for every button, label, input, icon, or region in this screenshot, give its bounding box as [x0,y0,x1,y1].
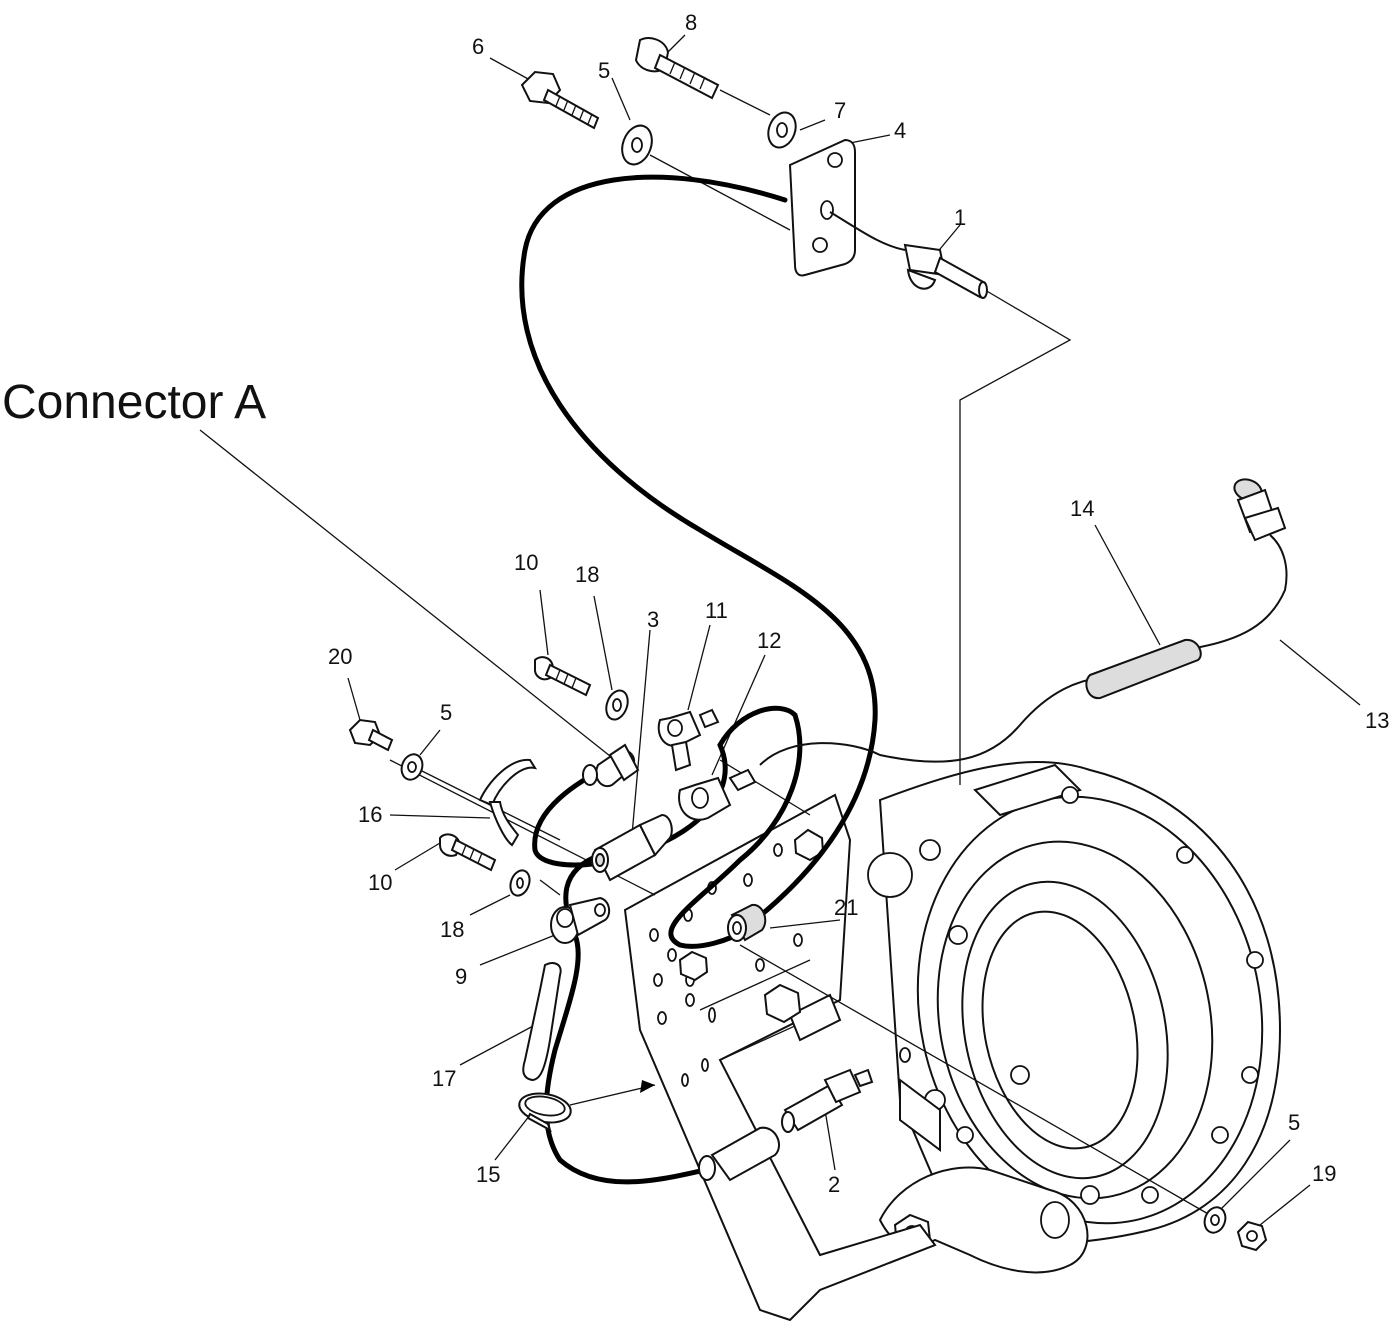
callout-16: 16 [358,802,382,827]
plate-nut-3 [763,983,802,1024]
callout-3: 3 [647,607,659,632]
lower-connector [698,1126,780,1182]
callout-19: 19 [1312,1161,1336,1186]
callout-10-left: 10 [368,870,392,895]
callout-12: 12 [757,628,781,653]
connector-plug-13 [1233,478,1287,542]
callout-5-top: 5 [598,58,610,83]
callout-7: 7 [834,98,846,123]
bolt-6 [520,70,600,130]
callout-labels: 1 2 3 4 5 5 5 5 6 7 8 9 10 10 11 12 13 1… [328,10,1389,1197]
callout-5-left: 5 [440,700,452,725]
sensor-2 [781,1068,874,1133]
callout-20: 20 [328,644,352,669]
callout-21: 21 [834,895,858,920]
callout-11: 11 [705,598,728,623]
sleeve-14 [1085,638,1202,700]
callout-4: 4 [894,118,906,143]
callout-15: 15 [476,1162,500,1187]
tube-17 [522,962,562,1082]
connector-3 [591,813,673,882]
callout-9: 9 [455,964,467,989]
grommet-21 [727,903,767,942]
clip-12 [678,768,757,821]
tube-16 [478,758,538,807]
callout-5-right: 5 [1288,1110,1300,1135]
connector-a-cable [532,705,803,949]
connector-a-label: Connector A [2,376,266,429]
sensor-harness-wire [759,534,1288,766]
callout-2: 2 [828,1172,840,1197]
housing-flange [867,760,1282,1274]
plate-nut-1 [678,950,709,982]
callout-8: 8 [685,10,697,35]
main-sensor-cable [519,174,878,931]
callout-13: 13 [1365,708,1389,733]
bolt-10-top [533,656,592,697]
callout-14: 14 [1070,496,1094,521]
bolt-10-left [439,833,497,872]
connector-a [582,743,640,788]
callout-1: 1 [954,205,966,230]
callout-18-top: 18 [575,562,599,587]
sensor-1 [829,211,988,299]
bracket-4 [788,138,856,277]
callout-10-top: 10 [514,550,538,575]
clip-11 [657,708,720,772]
callout-6: 6 [472,34,484,59]
parts [348,37,1287,1252]
callout-17: 17 [432,1066,456,1091]
clip-9 [550,896,611,944]
callout-18-left: 18 [440,917,464,942]
bolt-8 [634,37,720,100]
bolt-20 [348,718,394,752]
clamp-15 [518,1092,572,1133]
leader-lines [199,34,1361,1226]
mounting-plate [623,793,937,1322]
